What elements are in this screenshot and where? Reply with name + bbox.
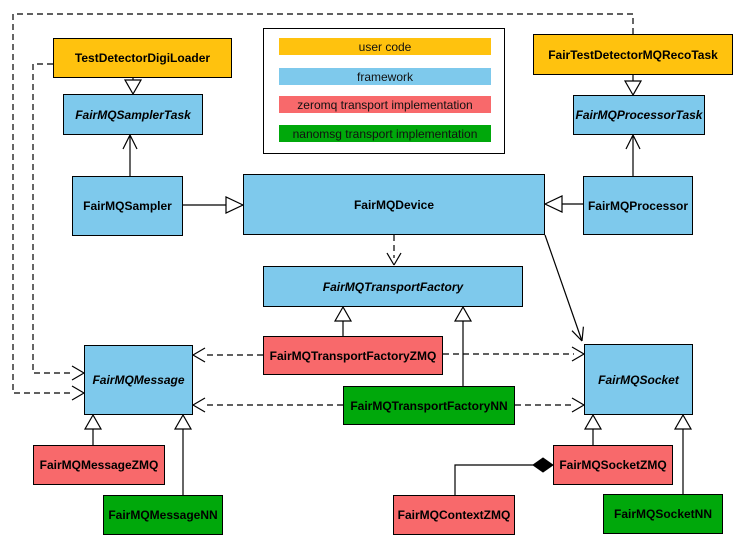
node-label: FairMQTransportFactoryZMQ (269, 348, 437, 363)
edge-device-factory (386, 235, 402, 266)
edge-sampler-device (183, 196, 245, 214)
node-label: FairMQMessageNN (108, 508, 218, 522)
node-label: FairMQTransportFactory (322, 279, 464, 294)
node-label: FairMQProcessorTask (575, 108, 703, 122)
legend-item-nanomsg: nanomsg transport implementation (279, 125, 491, 142)
legend-item-zeromq: zeromq transport implementation (279, 96, 491, 113)
node-label: FairMQDevice (353, 197, 435, 212)
edge-factorynn-message (192, 397, 343, 413)
node-fairmqtransportfactorynn: FairMQTransportFactoryNN (343, 386, 515, 425)
legend-label: zeromq transport implementation (297, 97, 473, 112)
legend-label: nanomsg transport implementation (292, 126, 478, 141)
legend: user code framework zeromq transport imp… (263, 28, 505, 154)
edge-recotask-processortask (623, 75, 643, 97)
edge-messagezmq-message (83, 413, 103, 445)
node-label: FairMQSamplerTask (75, 107, 191, 122)
legend-item-user-code: user code (279, 38, 491, 55)
node-fairmqprocessortask: FairMQProcessorTask (573, 95, 705, 135)
node-label: FairMQMessageZMQ (39, 458, 159, 472)
edge-contextzmq-socketzmq (454, 457, 554, 495)
edge-digiloader-message (32, 63, 85, 381)
node-fairmqmessagenn: FairMQMessageNN (103, 495, 223, 535)
edge-processor-processortask (625, 134, 641, 176)
node-fairmqsamplertask: FairMQSamplerTask (63, 94, 203, 135)
node-testdetectordigiloader: TestDetectorDigiLoader (53, 38, 232, 78)
node-fairmqsocketzmq: FairMQSocketZMQ (553, 445, 673, 485)
node-fairmqmessagezmq: FairMQMessageZMQ (33, 445, 165, 485)
node-fairmqtransportfactory: FairMQTransportFactory (263, 266, 523, 307)
edge-socketzmq-socket (583, 413, 603, 445)
node-fairmqmessage: FairMQMessage (84, 345, 193, 415)
edge-factoryzmq-message (192, 347, 263, 363)
edge-device-socket (544, 234, 584, 342)
edge-factoryzmq-socket (443, 346, 585, 362)
edge-factoryzmq-factory (333, 305, 353, 336)
node-fairmqtransportfactoryzmq: FairMQTransportFactoryZMQ (263, 336, 443, 375)
node-label: FairMQContextZMQ (397, 508, 511, 522)
edge-messagenn-message (173, 413, 193, 495)
edge-processor-device (543, 195, 583, 213)
edge-digiloader-samplertask (123, 78, 143, 96)
node-label: FairMQProcessor (587, 198, 689, 213)
node-fairmqsocketnn: FairMQSocketNN (603, 494, 723, 534)
edge-recotask-message (12, 13, 634, 401)
node-fairtestdetectormqrecotask: FairTestDetectorMQRecoTask (533, 34, 733, 75)
node-label: FairMQMessage (92, 373, 185, 387)
node-label: FairMQSocket (598, 372, 679, 387)
legend-label: framework (356, 69, 413, 84)
node-fairmqcontextzmq: FairMQContextZMQ (393, 495, 515, 535)
edge-socketnn-socket (673, 413, 693, 494)
node-fairmqdevice: FairMQDevice (243, 174, 545, 235)
node-label: TestDetectorDigiLoader (74, 51, 211, 65)
node-label: FairMQSocketZMQ (559, 458, 667, 472)
edge-factorynn-factory (453, 305, 473, 386)
node-label: FairMQSocketNN (613, 507, 713, 521)
node-label: FairTestDetectorMQRecoTask (548, 47, 718, 62)
node-label: FairMQSampler (83, 199, 172, 213)
legend-label: user code (358, 39, 412, 54)
node-fairmqsampler: FairMQSampler (72, 176, 183, 236)
edge-sampler-samplertask (122, 134, 138, 176)
edge-factorynn-socket (515, 397, 585, 413)
node-label: FairMQTransportFactoryNN (350, 398, 508, 413)
node-fairmqprocessor: FairMQProcessor (583, 176, 693, 235)
legend-item-framework: framework (279, 68, 491, 85)
node-fairmqsocket: FairMQSocket (584, 344, 693, 415)
